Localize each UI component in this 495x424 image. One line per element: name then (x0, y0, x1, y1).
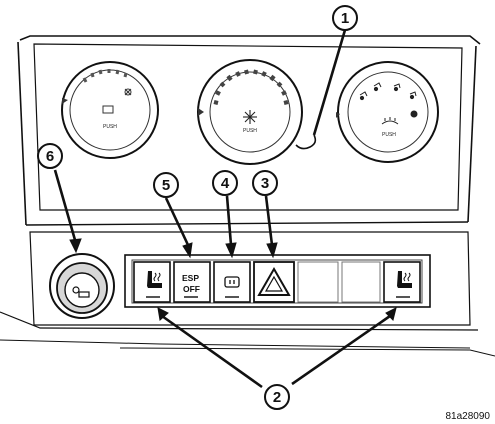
right-knob-push-label: PUSH (382, 132, 396, 138)
callout-5-number: 5 (162, 177, 170, 194)
heated-seat-left-button[interactable] (133, 261, 171, 303)
ac-snowflake-icon (243, 110, 257, 124)
rear-defrost-icon (224, 276, 240, 288)
esp-off-button[interactable]: ESP OFF (173, 261, 211, 303)
blank-switch-slot-2 (341, 261, 381, 303)
figure-reference: 81a28090 (446, 411, 491, 422)
callout-2-number: 2 (273, 389, 281, 406)
fan-icon (124, 88, 132, 96)
callout-6-number: 6 (46, 148, 54, 165)
display-icon (102, 105, 114, 114)
airflow-mode-knob[interactable]: PUSH (336, 61, 439, 163)
rear-defrost-button[interactable] (213, 261, 251, 303)
off-label: OFF (183, 284, 200, 294)
callout-2: 2 (264, 384, 290, 410)
callout-3: 3 (252, 170, 278, 196)
blank-switch-slot-1 (297, 261, 339, 303)
leader-lines (53, 29, 397, 389)
temperature-knob[interactable]: PUSH (197, 59, 303, 165)
callout-1-number: 1 (341, 10, 349, 27)
callout-3-number: 3 (261, 175, 269, 192)
power-outlet-icon (72, 286, 90, 298)
center-knob-push-label: PUSH (243, 128, 257, 134)
esp-label: ESP (182, 273, 199, 283)
left-knob-push-label: PUSH (103, 124, 117, 130)
heated-seat-icon (397, 271, 412, 288)
defrost-icon (381, 117, 399, 125)
airflow-mode-icon (359, 82, 417, 101)
heated-seat-icon (147, 271, 162, 288)
heated-seat-right-button[interactable] (383, 261, 421, 303)
callout-6: 6 (37, 143, 63, 169)
hazard-triangle-icon (257, 266, 291, 296)
power-outlet[interactable] (49, 253, 115, 319)
callout-4-number: 4 (221, 175, 230, 192)
callout-4: 4 (212, 170, 238, 196)
fan-speed-knob[interactable]: PUSH (61, 61, 159, 159)
callout-1: 1 (332, 5, 358, 31)
callout-5: 5 (153, 172, 179, 198)
hazard-button[interactable] (253, 261, 295, 303)
